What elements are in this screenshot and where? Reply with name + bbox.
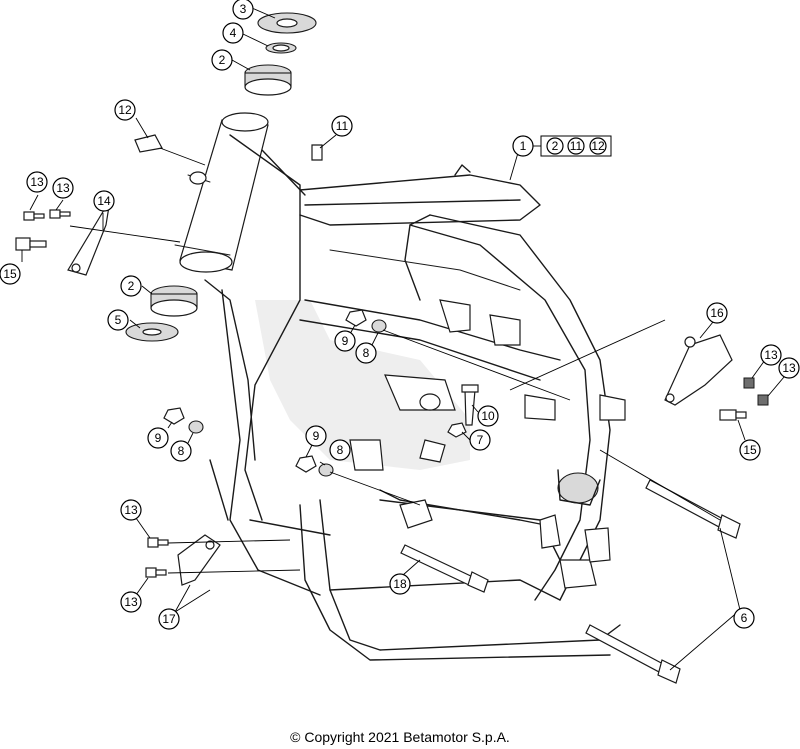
svg-text:10: 10 [481, 409, 495, 423]
callout-7: 7 [469, 429, 491, 451]
svg-text:16: 16 [710, 306, 724, 320]
callout-9-a: 9 [334, 330, 356, 352]
svg-text:13: 13 [782, 361, 796, 375]
svg-text:18: 18 [393, 577, 407, 591]
svg-text:15: 15 [3, 267, 17, 281]
svg-text:13: 13 [124, 503, 138, 517]
callout-4: 4 [222, 22, 244, 44]
callout-14: 14 [93, 190, 115, 212]
callout-2-top: 2 [211, 49, 233, 71]
leader-lines [21, 7, 785, 671]
svg-text:5: 5 [115, 313, 122, 327]
svg-text:11: 11 [336, 119, 349, 133]
callout-13-e: 13 [120, 499, 142, 521]
callout-5: 5 [107, 309, 129, 331]
svg-text:13: 13 [56, 181, 70, 195]
svg-text:8: 8 [337, 443, 344, 457]
svg-text:2: 2 [128, 279, 135, 293]
callout-9-c: 9 [305, 425, 327, 447]
svg-text:9: 9 [155, 431, 162, 445]
svg-text:15: 15 [743, 443, 757, 457]
callout-15-b: 15 [739, 439, 761, 461]
callout-15-a: 15 [0, 263, 21, 285]
callout-13-a: 13 [26, 171, 48, 193]
svg-text:7: 7 [477, 433, 484, 447]
svg-text:8: 8 [363, 346, 370, 360]
callout-8-b: 8 [170, 440, 192, 462]
svg-text:12: 12 [118, 103, 132, 117]
svg-text:3: 3 [240, 2, 247, 16]
copyright-notice: © Copyright 2021 Betamotor S.p.A. [290, 729, 510, 745]
callout-8-a: 8 [355, 342, 377, 364]
callout-9-b: 9 [147, 427, 169, 449]
callout-6: 6 [733, 607, 755, 629]
svg-text:14: 14 [97, 194, 111, 208]
callout-12: 12 [114, 99, 136, 121]
kit-box-item: 12 [591, 139, 605, 153]
svg-text:2: 2 [219, 53, 226, 67]
svg-text:9: 9 [313, 429, 320, 443]
callout-13-b: 13 [52, 177, 74, 199]
svg-text:13: 13 [764, 348, 778, 362]
kit-box-item: 2 [552, 139, 559, 153]
callout-1: 1 [512, 135, 534, 157]
svg-text:17: 17 [162, 612, 176, 626]
svg-text:13: 13 [30, 175, 44, 189]
svg-text:1: 1 [520, 139, 527, 153]
callout-17: 17 [158, 608, 180, 630]
callout-10: 10 [477, 405, 499, 427]
callouts: 1 3 4 2 12 11 13 13 14 15 2 5 9 8 16 13 … [0, 0, 800, 630]
callout-3: 3 [232, 0, 254, 20]
svg-text:6: 6 [741, 611, 748, 625]
svg-text:9: 9 [342, 334, 349, 348]
kit-box-1: 2 11 12 [532, 135, 612, 157]
callout-16: 16 [706, 302, 728, 324]
callout-13-c: 13 [760, 344, 782, 366]
callout-8-c: 8 [329, 439, 351, 461]
callout-2-bottom: 2 [120, 275, 142, 297]
callout-11: 11 [331, 115, 353, 137]
svg-text:8: 8 [178, 444, 185, 458]
callout-13-f: 13 [120, 591, 142, 613]
callout-18: 18 [389, 573, 411, 595]
callout-13-d: 13 [778, 357, 800, 379]
svg-text:4: 4 [230, 26, 237, 40]
svg-text:13: 13 [124, 595, 138, 609]
kit-box-item: 11 [570, 139, 583, 153]
